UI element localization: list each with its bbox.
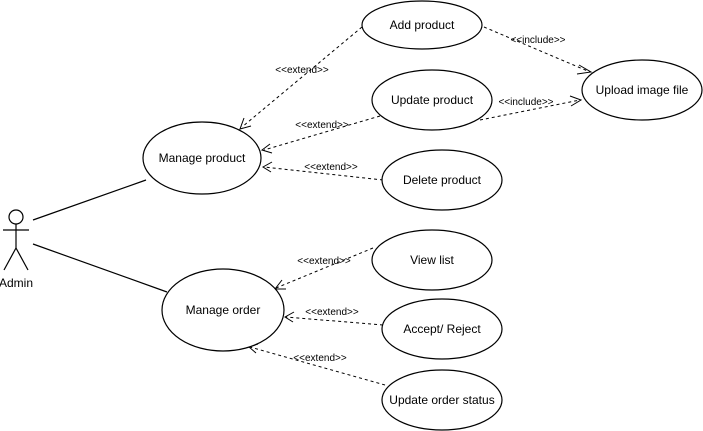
use-case-manage-order[interactable]: Manage order: [161, 268, 285, 352]
include-line-update-product: [479, 99, 581, 121]
extend-line-update-order-status: [249, 346, 386, 386]
extend-arrowhead-add-product: [239, 117, 252, 130]
include-label-update-product: <<include>>: [498, 97, 553, 108]
include-line-add-product: [483, 26, 591, 73]
extend-label-update-product: <<extend>>: [295, 120, 349, 131]
admin-actor: [3, 209, 29, 271]
extend-line-add-product: [241, 26, 363, 128]
extend-label-view-list: <<extend>>: [297, 256, 351, 267]
extend-label-accept-reject: <<extend>>: [305, 307, 359, 318]
use-case-manage-order-label: Manage order: [186, 303, 261, 317]
extend-line-accept-reject: [285, 316, 384, 326]
use-case-accept-reject[interactable]: Accept/ Reject: [381, 298, 503, 360]
actor-label: Admin: [0, 276, 33, 290]
use-case-view-list[interactable]: View list: [371, 229, 493, 291]
use-case-manage-product-label: Manage product: [159, 151, 246, 165]
association-manage-order: [32, 243, 168, 293]
use-case-delete-product[interactable]: Delete product: [381, 149, 503, 211]
association-manage-product: [32, 179, 147, 221]
use-case-upload-image-file[interactable]: Upload image file: [581, 59, 703, 121]
use-case-upload-image-file-label: Upload image file: [596, 83, 689, 97]
extend-arrowhead-view-list: [273, 279, 286, 290]
extend-label-add-product: <<extend>>: [275, 65, 329, 76]
use-case-update-order-status[interactable]: Update order status: [381, 369, 503, 431]
use-case-accept-reject-label: Accept/ Reject: [403, 322, 481, 336]
extend-line-view-list: [275, 247, 374, 289]
use-case-view-list-label: View list: [410, 253, 454, 267]
extend-arrowhead-delete-product: [262, 161, 273, 173]
include-label-add-product: <<include>>: [510, 35, 565, 46]
extend-line-update-product: [263, 115, 381, 151]
use-case-update-order-status-label: Update order status: [389, 393, 494, 407]
use-case-add-product-label: Add product: [390, 18, 455, 32]
use-case-update-product[interactable]: Update product: [371, 69, 493, 131]
extend-arrowhead-accept-reject: [284, 311, 295, 323]
include-arrowhead-update-product: [569, 95, 583, 107]
include-arrowhead-add-product: [576, 64, 593, 75]
use-case-delete-product-label: Delete product: [403, 173, 482, 187]
extend-line-delete-product: [263, 166, 384, 181]
use-case-manage-product[interactable]: Manage product: [142, 121, 262, 195]
extend-arrowhead-update-product: [260, 143, 273, 154]
extend-label-delete-product: <<extend>>: [304, 162, 358, 173]
use-case-add-product[interactable]: Add product: [361, 0, 483, 50]
extend-label-update-order-status: <<extend>>: [293, 353, 347, 364]
use-case-update-product-label: Update product: [391, 93, 474, 107]
